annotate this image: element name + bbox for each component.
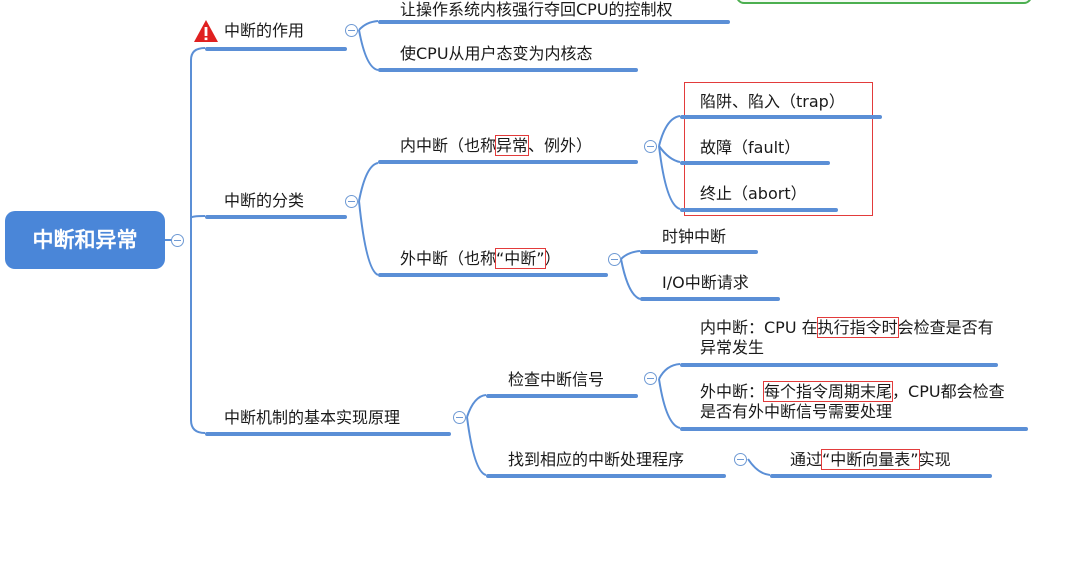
external-child-io[interactable]: I/O中断请求 [662, 273, 749, 292]
collapse-check-icon[interactable] [644, 372, 657, 385]
internal-child-abort-underline [680, 208, 838, 212]
root-node[interactable]: 中断和异常 [5, 211, 165, 269]
function-item-2[interactable]: 使CPU从用户态变为内核态 [400, 44, 593, 63]
check-note-internal-underline [680, 363, 998, 367]
callout-tab [736, 0, 1032, 4]
internal-interrupt-label[interactable]: 内中断（也称异常、例外） [400, 135, 593, 156]
branch-function-label[interactable]: 中断的作用 [224, 21, 305, 40]
internal-child-trap[interactable]: 陷阱、陷入（trap） [700, 92, 845, 111]
branch-mechanism-label[interactable]: 中断机制的基本实现原理 [224, 408, 401, 427]
collapse-external-icon[interactable] [608, 253, 621, 266]
find-handler-underline [486, 474, 726, 478]
find-handler-label[interactable]: 找到相应的中断处理程序 [508, 450, 685, 469]
check-note-external-underline [680, 427, 1028, 431]
check-note-internal-highlight: 执行指令时 [816, 317, 899, 338]
check-signal-label[interactable]: 检查中断信号 [508, 370, 605, 389]
collapse-internal-icon[interactable] [644, 140, 657, 153]
collapse-mechanism-icon[interactable] [453, 411, 466, 424]
external-highlight: “中断” [495, 248, 546, 269]
find-handler-child-underline [770, 474, 992, 478]
external-interrupt-underline [378, 273, 608, 277]
branch-mechanism-underline [205, 432, 451, 436]
branch-classification-underline [205, 215, 347, 219]
internal-child-trap-underline [680, 115, 882, 119]
branch-classification-label[interactable]: 中断的分类 [224, 191, 305, 210]
function-item-1[interactable]: 让操作系统内核强行夺回CPU的控制权 [400, 0, 673, 19]
collapse-find-icon[interactable] [734, 453, 747, 466]
external-interrupt-label[interactable]: 外中断（也称“中断”） [400, 248, 561, 269]
external-child-clock[interactable]: 时钟中断 [662, 227, 727, 246]
internal-child-abort[interactable]: 终止（abort） [700, 184, 807, 203]
find-handler-child-highlight: “中断向量表” [821, 449, 920, 470]
branch-function-underline [205, 47, 347, 51]
collapse-root-icon[interactable] [171, 234, 184, 247]
warning-icon [194, 20, 218, 42]
internal-child-fault[interactable]: 故障（fault） [700, 138, 801, 157]
find-handler-child[interactable]: 通过“中断向量表”实现 [790, 449, 951, 470]
check-note-external[interactable]: 外中断：每个指令周期末尾，CPU都会检查是否有外中断信号需要处理 [700, 381, 1005, 421]
collapse-function-icon[interactable] [345, 24, 358, 37]
external-child-io-underline [640, 297, 780, 301]
internal-interrupt-underline [378, 160, 638, 164]
check-note-internal[interactable]: 内中断：CPU 在执行指令时会检查是否有异常发生 [700, 317, 994, 357]
function-item-2-underline [378, 68, 638, 72]
function-item-1-underline [378, 20, 730, 24]
internal-child-fault-underline [680, 161, 830, 165]
check-note-external-highlight: 每个指令周期末尾 [763, 381, 894, 402]
check-signal-underline [486, 394, 638, 398]
collapse-classification-icon[interactable] [345, 195, 358, 208]
internal-children-highlight-box [684, 82, 873, 216]
internal-highlight: 异常 [495, 135, 530, 156]
external-child-clock-underline [640, 250, 758, 254]
